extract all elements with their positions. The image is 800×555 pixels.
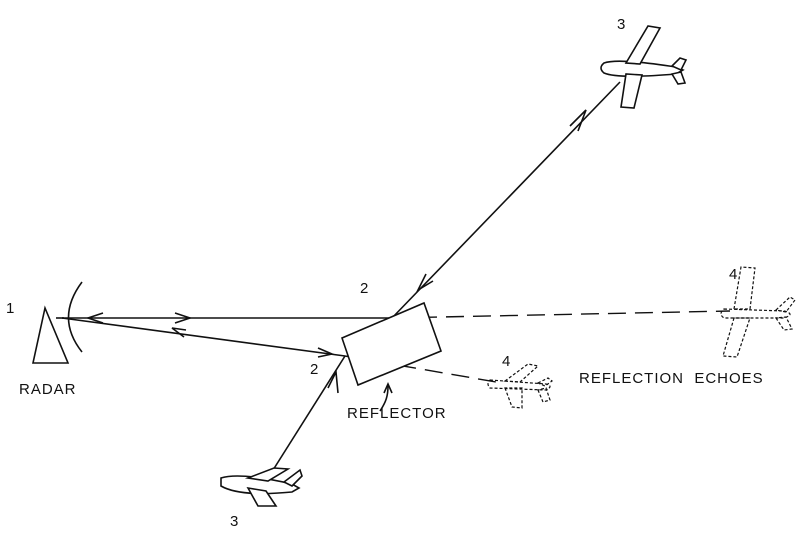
- arrowhead-up-out: [569, 109, 587, 132]
- radar-label: RADAR: [19, 381, 77, 398]
- arrowhead-down-return: [416, 273, 434, 293]
- echo-aircraft-right: [720, 266, 796, 358]
- radar-number: 1: [6, 300, 15, 317]
- aircraft-lower-wing-top: [244, 467, 291, 482]
- beam-reflector-to-aircraft-lower: [267, 355, 346, 479]
- arrowhead-left: [85, 312, 104, 324]
- beam-reflector-to-aircraft-upper: [391, 81, 621, 319]
- radar-base: [32, 305, 70, 364]
- aircraft-lower-fuselage: [220, 475, 301, 495]
- beam-radar-to-reflector-top: [62, 312, 392, 324]
- reflector-pointer: [379, 385, 389, 412]
- aircraft-upper-wing-top: [624, 25, 662, 65]
- echo-middle-number: 4: [502, 353, 511, 370]
- reflector-plate: [341, 301, 443, 387]
- reflector-left-number: 2: [310, 361, 319, 378]
- aircraft-lower-number: 3: [230, 513, 239, 530]
- aircraft-upper-number: 3: [617, 16, 626, 33]
- aircraft-lower: [220, 467, 303, 507]
- arrowhead-lower-out: [317, 347, 335, 358]
- aircraft-lower-wing-bottom: [246, 486, 278, 507]
- aircraft-upper-wing-bottom: [620, 73, 644, 109]
- aircraft-upper-tail-top: [670, 57, 688, 72]
- aircraft-lower-fin: [282, 468, 303, 487]
- radar-dish: [67, 281, 83, 353]
- aircraft-upper-fuselage: [600, 60, 685, 78]
- reflector-pointer-head: [383, 382, 393, 394]
- arrowhead-lower-return: [171, 327, 187, 338]
- echo-aircraft-middle: [487, 363, 554, 409]
- radar-antenna: [32, 281, 83, 364]
- echo-right-number: 4: [729, 266, 738, 283]
- arrowhead-lower-up: [327, 369, 339, 394]
- reflector-label: REFLECTOR: [347, 405, 447, 422]
- arrowhead-left-outbound: [174, 312, 193, 324]
- reflector-top-number: 2: [360, 280, 369, 297]
- aircraft-upper-tail-bottom: [670, 71, 687, 85]
- echo-line-right: [391, 310, 731, 319]
- reflection-echoes-label: REFLECTION ECHOES: [579, 370, 764, 387]
- aircraft-upper: [600, 25, 688, 109]
- beam-radar-to-reflector-left: [61, 317, 346, 358]
